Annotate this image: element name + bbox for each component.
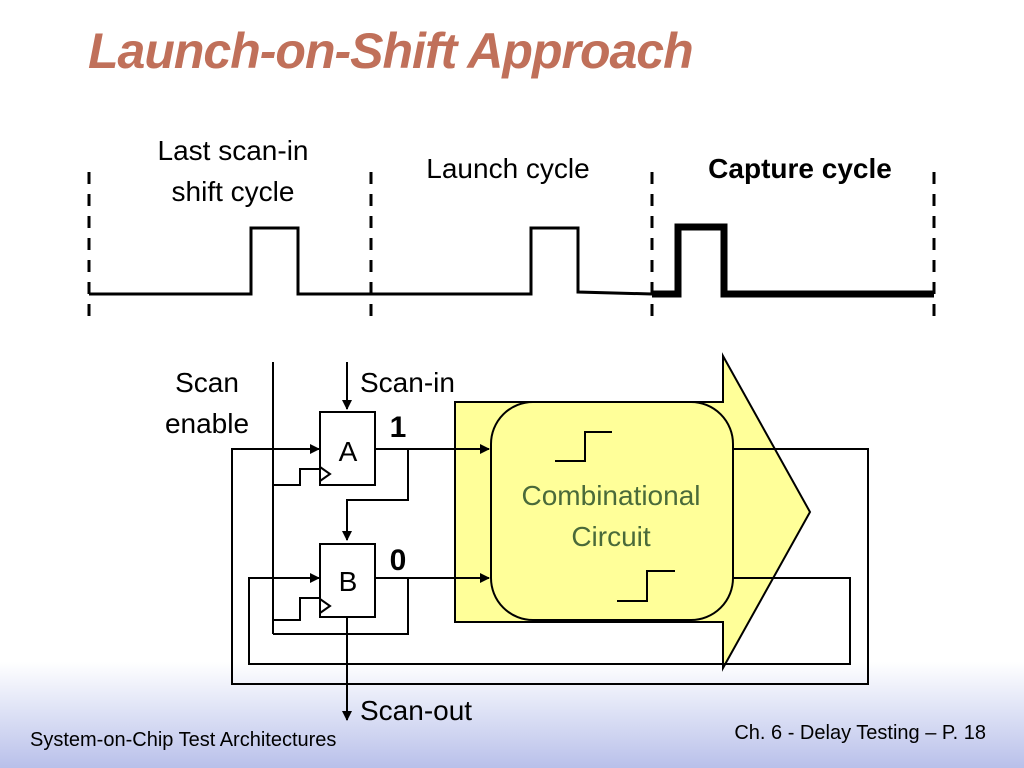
- value-b: 0: [390, 544, 407, 577]
- label-last-shift-line1: Last scan-in: [158, 135, 309, 166]
- rising-transition-symbol-lower: [617, 570, 675, 602]
- label-scan-out: Scan-out: [360, 695, 472, 726]
- combinational-label-line2: Circuit: [571, 521, 651, 552]
- footer-chapter-page: Ch. 6 - Delay Testing – P. 18: [734, 722, 986, 744]
- label-scan-enable-line1: Scan: [175, 367, 239, 398]
- label-last-shift-line2: shift cycle: [172, 176, 295, 207]
- footer-gradient-band: [0, 662, 1024, 768]
- value-a: 1: [390, 411, 407, 444]
- combinational-label-line1: Combinational: [522, 480, 701, 511]
- scan-circuit: Combinational Circuit: [165, 352, 869, 726]
- slide-title: Launch-on-Shift Approach: [88, 23, 694, 79]
- footer-book-title: System-on-Chip Test Architectures: [30, 729, 337, 751]
- rising-transition-symbol-upper: [555, 431, 612, 462]
- clock-waveform-capture: [652, 223, 934, 298]
- circuit-wires: [231, 362, 869, 721]
- label-launch-cycle: Launch cycle: [426, 153, 589, 184]
- label-scan-enable-line2: enable: [165, 408, 249, 439]
- clock-waveform-shift-launch: [89, 226, 653, 296]
- clock-triangle-b: [319, 598, 332, 614]
- flip-flop-b-label: B: [339, 566, 358, 597]
- timing-diagram: Last scan-in shift cycle Launch cycle Ca…: [87, 135, 936, 324]
- combinational-circuit-block: [490, 401, 734, 621]
- clock-triangle-a: [319, 466, 332, 482]
- flip-flop-a-label: A: [339, 436, 358, 467]
- label-scan-in: Scan-in: [360, 367, 455, 398]
- label-capture-cycle: Capture cycle: [708, 153, 892, 184]
